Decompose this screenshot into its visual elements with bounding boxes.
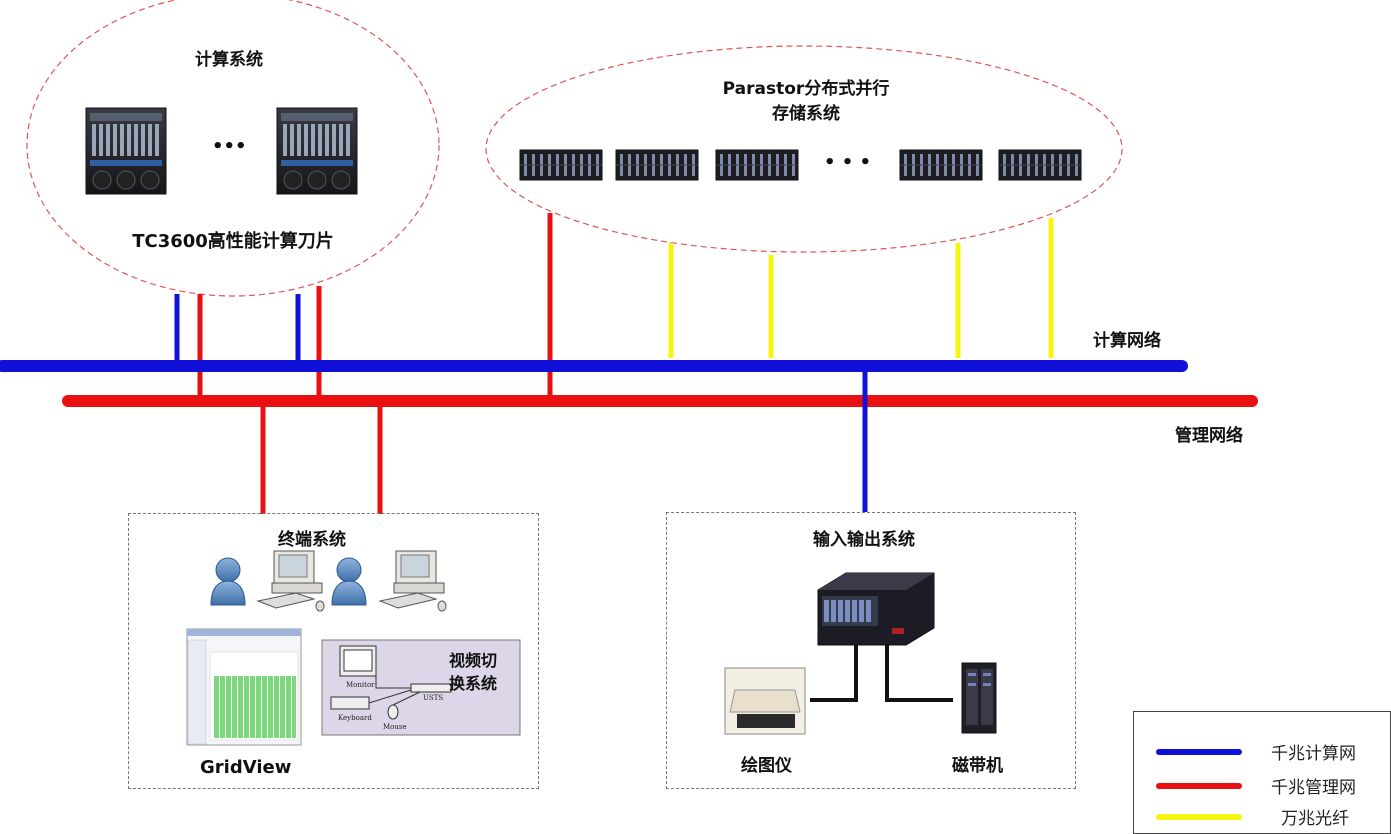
plotter-label: 绘图仪 (741, 756, 792, 776)
storage-title-line2: 存储系统 (772, 104, 840, 124)
storage-unit-3 (715, 149, 799, 181)
legend-label-fiber: 万兆光纤 (1281, 809, 1349, 829)
tape-drive-icon (961, 662, 997, 734)
blade-server-1 (85, 107, 167, 195)
compute-system-subtitle: TC3600高性能计算刀片 (132, 231, 334, 252)
storage-ellipsis: • • • (824, 152, 872, 173)
blade-server-2 (276, 107, 358, 195)
gridview-label: GridView (200, 757, 292, 778)
compute-system-title: 计算系统 (195, 50, 263, 70)
compute-network-label: 计算网络 (1093, 331, 1161, 351)
legend-label-compute: 千兆计算网 (1271, 744, 1356, 764)
legend-item-fiber: 万兆光纤 (1134, 801, 1390, 831)
video-switch-label-line1: 视频切 (449, 651, 498, 670)
server-tape-link (885, 645, 953, 702)
io-system-box (666, 512, 1076, 789)
tape-drive-label: 磁带机 (952, 756, 1003, 776)
monitor-label: Monitor (346, 681, 375, 689)
storage-system-ellipse (485, 45, 1123, 253)
keyboard-label: Keyboard (338, 714, 372, 722)
legend: 千兆计算网 千兆管理网 万兆光纤 (1133, 711, 1391, 834)
storage-unit-4 (899, 149, 983, 181)
legend-label-management: 千兆管理网 (1271, 778, 1356, 798)
io-system-title: 输入输出系统 (813, 530, 915, 550)
usts-label: USTS (423, 694, 444, 702)
video-switch-label-line2: 换系统 (449, 674, 498, 693)
plotter-icon (724, 667, 806, 735)
terminal-system-title: 终端系统 (278, 530, 346, 550)
compute-system-ellipse (26, 0, 440, 297)
storage-unit-5 (998, 149, 1082, 181)
video-switch-panel (321, 639, 521, 736)
storage-title-line1: Parastor分布式并行 (722, 79, 890, 99)
terminal-system-box (128, 513, 539, 789)
mouse-label: Mouse (383, 723, 407, 731)
io-server (817, 572, 935, 646)
legend-swatch-compute (1156, 749, 1242, 755)
storage-unit-1 (519, 149, 603, 181)
legend-item-management: 千兆管理网 (1134, 770, 1390, 800)
legend-swatch-fiber (1156, 814, 1242, 820)
legend-swatch-management (1156, 783, 1242, 789)
management-network-label: 管理网络 (1175, 426, 1243, 446)
server-plotter-link (810, 645, 858, 702)
compute-ellipsis: ••• (212, 136, 247, 157)
legend-item-compute: 千兆计算网 (1134, 736, 1390, 766)
storage-unit-2 (615, 149, 699, 181)
gridview-screenshot (186, 628, 302, 746)
